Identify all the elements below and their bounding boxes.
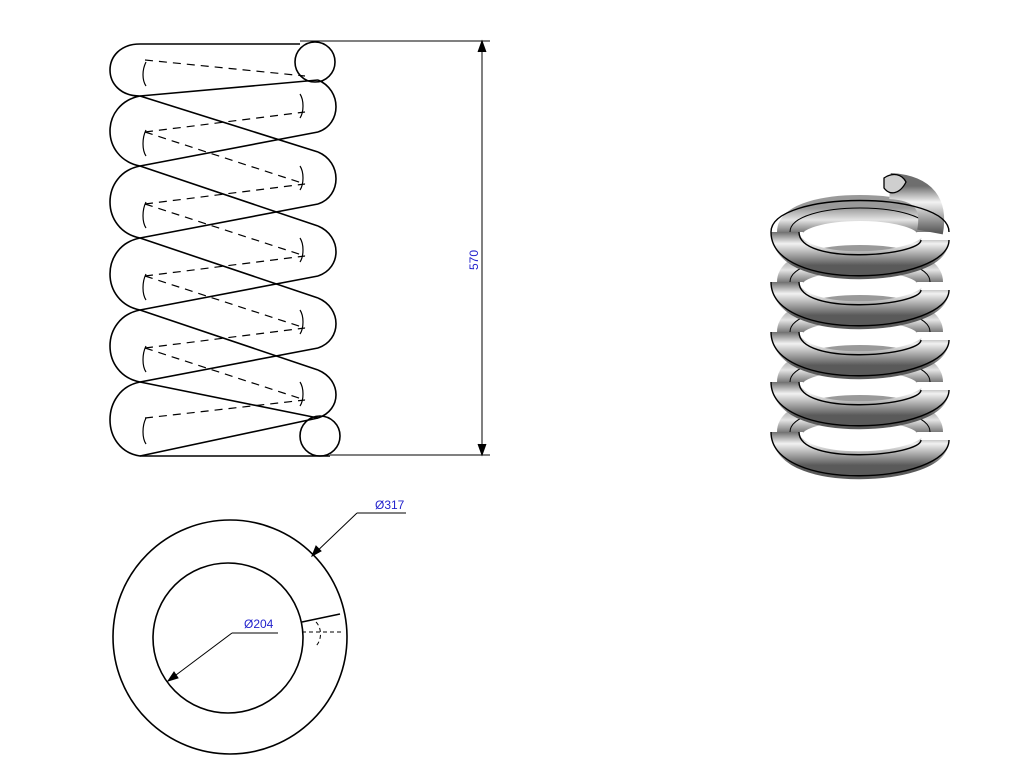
wire-end-hidden [302,621,342,647]
iso-front-coil-outlines [770,199,950,477]
front-coils [139,79,319,457]
side-view-outline [109,43,330,457]
iso-front-coils [771,229,949,480]
inner-diameter-label: Ø204 [244,617,274,631]
height-dimension [300,39,490,457]
top-view [112,519,348,755]
side-view [109,41,341,457]
hidden-coils [144,59,306,419]
iso-wire-end-face [883,173,907,194]
height-dimension-label: 570 [467,250,481,270]
top-wire-section [294,41,336,83]
outer-diameter-circle [112,519,348,755]
right-inner-arcs [299,93,304,407]
isometric-view [770,173,950,480]
outer-diameter-leader [311,512,406,558]
inner-diameter-leader [166,632,278,682]
left-inner-arcs [142,61,147,445]
inner-diameter-circle [152,562,304,714]
side-view-right-outline [317,79,337,419]
outer-diameter-label: Ø317 [375,498,405,512]
bottom-wire-section [299,415,341,457]
wire-end-line [301,613,341,623]
